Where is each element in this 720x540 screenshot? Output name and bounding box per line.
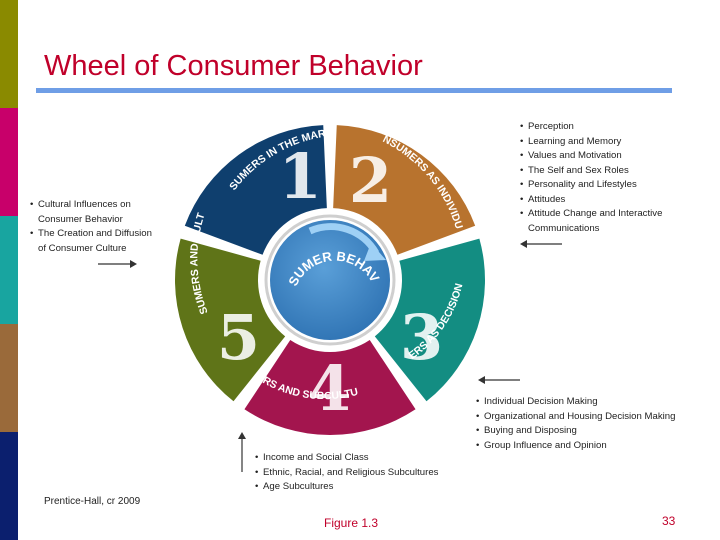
sidebar-stripe <box>0 0 18 108</box>
callout-decision: Individual Decision MakingOrganizational… <box>476 395 675 453</box>
callout-item: Ethnic, Racial, and Religious Subculture… <box>255 466 438 481</box>
hub-arrow <box>308 223 386 261</box>
callout-item: Values and Motivation <box>520 149 678 164</box>
callout-item: Group Influence and Opinion <box>476 439 675 454</box>
callout-item: Attitude Change and Interactive Communic… <box>520 207 678 236</box>
wheel-hub <box>270 220 390 340</box>
arrow-individuals <box>520 240 562 248</box>
wheel-hub-rim <box>264 214 396 346</box>
segment-number: 5 <box>217 301 260 374</box>
callout-item: Buying and Disposing <box>476 424 675 439</box>
title-rule <box>36 88 672 93</box>
callout-item: Income and Social Class <box>255 451 438 466</box>
callout-item: The Self and Sex Roles <box>520 164 678 179</box>
callout-subcultures: Income and Social ClassEthnic, Racial, a… <box>255 451 438 495</box>
arrow-subcultures <box>238 432 246 472</box>
wheel-segment-subcultures <box>244 340 416 435</box>
sidebar-stripe <box>0 216 18 324</box>
sidebar-stripe <box>0 324 18 432</box>
segment-number: 2 <box>349 144 392 217</box>
arrow-decision <box>478 376 520 384</box>
slide-title: Wheel of Consumer Behavior <box>44 50 423 82</box>
wheel-segment-decision-makers <box>374 238 486 402</box>
callout-item: Learning and Memory <box>520 135 678 150</box>
callout-item: Organizational and Housing Decision Maki… <box>476 410 675 425</box>
wheel-segment-culture <box>175 238 286 402</box>
wheel-segment-marketplace <box>184 125 327 255</box>
callout-individuals: PerceptionLearning and MemoryValues and … <box>520 120 678 236</box>
callout-item: Cultural Influences on Consumer Behavior <box>30 198 160 227</box>
figure-caption: Figure 1.3 <box>324 516 379 530</box>
callout-item: The Creation and Diffusion of Consumer C… <box>30 227 160 256</box>
callout-item: Attitudes <box>520 193 678 208</box>
consumer-behavior-wheel: 1CONSUMERS IN THE MARKETPLACE2CONSUMERS … <box>150 100 486 435</box>
credit-line: Prentice-Hall, cr 2009 <box>44 496 141 507</box>
callout-culture: Cultural Influences on Consumer Behavior… <box>30 198 160 256</box>
callout-item: Individual Decision Making <box>476 395 675 410</box>
wheel-segment-individuals <box>333 125 476 255</box>
segment-number: 3 <box>400 301 443 374</box>
arrow-culture <box>98 260 137 268</box>
callout-item: Age Subcultures <box>255 480 438 495</box>
segment-number: 1 <box>279 140 322 213</box>
callout-item: Personality and Lifestyles <box>520 178 678 193</box>
color-sidebar <box>0 0 18 540</box>
page-number: 33 <box>662 514 676 528</box>
segment-number: 4 <box>308 352 351 425</box>
callout-item: Perception <box>520 120 678 135</box>
sidebar-stripe <box>0 108 18 216</box>
sidebar-stripe <box>0 432 18 540</box>
